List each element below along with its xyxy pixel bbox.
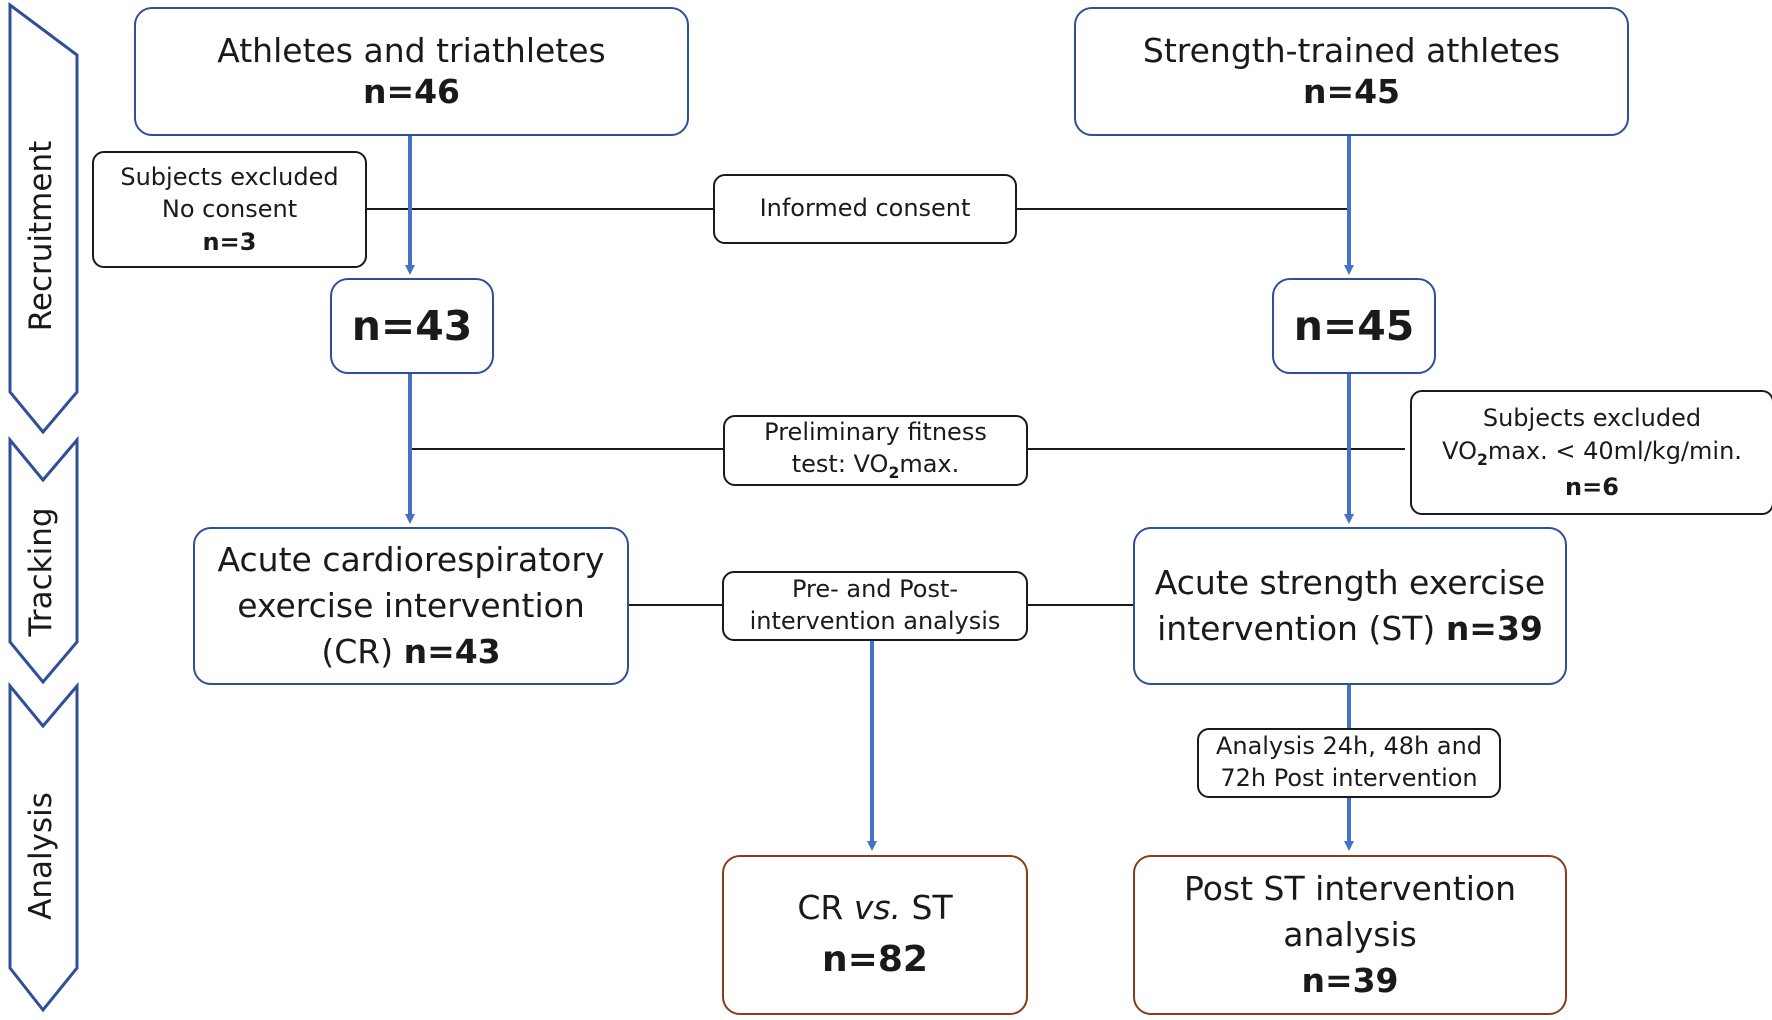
stage-label-tracking: Tracking: [23, 507, 59, 637]
box-st-intervention: Acute strength exercise intervention (ST…: [1133, 527, 1567, 685]
cr-intervention-line2: exercise intervention: [237, 585, 585, 625]
box-right-count: n=45: [1272, 278, 1436, 374]
excluded-consent-line1: Subjects excluded: [120, 162, 339, 191]
box-excluded-vo2max: Subjects excluded VO2max. < 40ml/kg/min.…: [1410, 390, 1772, 515]
excluded-vo2-n: n=6: [1565, 472, 1619, 501]
box-cr-vs-st: CR vs. ST n=82: [722, 855, 1028, 1015]
post-st-line2: analysis: [1283, 914, 1417, 954]
stage-label-recruitment: Recruitment: [23, 140, 59, 332]
box-strength-n: n=45: [1302, 71, 1401, 111]
cr-vs-st-n: n=82: [822, 938, 928, 980]
box-informed-consent: Informed consent: [713, 174, 1017, 244]
box-athletes-title: Athletes and triathletes: [217, 31, 606, 71]
analysis-times-line1: Analysis 24h, 48h and: [1215, 732, 1483, 761]
box-athletes-n: n=46: [362, 71, 461, 111]
left-count-n: n=43: [351, 301, 473, 350]
box-strength-title: Strength-trained athletes: [1142, 31, 1561, 71]
analysis-times-line2: 72h Post intervention: [1220, 764, 1478, 792]
box-excluded-no-consent: Subjects excluded No consent n=3: [92, 151, 367, 268]
stage-label-analysis: Analysis: [23, 792, 59, 920]
post-st-n: n=39: [1301, 961, 1399, 1001]
excluded-vo2-line2: VO2max. < 40ml/kg/min.: [1442, 436, 1742, 469]
fitness-line2: test: VO2max.: [791, 450, 960, 482]
st-intervention-line1: Acute strength exercise: [1154, 562, 1546, 602]
box-post-st-analysis: Post ST intervention analysis n=39: [1133, 855, 1567, 1015]
excluded-consent-n: n=3: [202, 227, 257, 256]
box-left-count: n=43: [330, 278, 494, 374]
cr-intervention-line1: Acute cardiorespiratory: [217, 539, 605, 579]
pre-post-line1: Pre- and Post-: [791, 575, 959, 604]
st-intervention-line2: intervention (ST) n=39: [1157, 609, 1543, 648]
box-analysis-times: Analysis 24h, 48h and 72h Post intervent…: [1197, 728, 1501, 798]
excluded-vo2-line1: Subjects excluded: [1482, 403, 1702, 432]
box-pre-post-analysis: Pre- and Post- intervention analysis: [722, 571, 1028, 641]
right-count-n: n=45: [1293, 301, 1415, 350]
stage-chevron-recruitment: [8, 2, 79, 435]
post-st-line1: Post ST intervention: [1184, 868, 1516, 908]
box-cr-intervention: Acute cardiorespiratory exercise interve…: [193, 527, 629, 685]
pre-post-line2: intervention analysis: [749, 607, 1001, 635]
stage-chevron-tracking: [8, 435, 79, 685]
box-athletes-triathletes: Athletes and triathletes n=46: [134, 7, 689, 136]
cr-intervention-line3: (CR) n=43: [321, 632, 501, 672]
stage-chevron-analysis: [8, 681, 79, 1013]
box-preliminary-fitness: Preliminary fitness test: VO2max.: [723, 415, 1028, 486]
excluded-consent-line2: No consent: [161, 195, 298, 224]
box-strength-trained: Strength-trained athletes n=45: [1074, 7, 1629, 136]
fitness-line1: Preliminary fitness: [764, 418, 987, 447]
cr-vs-st-label: CR vs. ST: [797, 888, 953, 928]
informed-consent-label: Informed consent: [759, 194, 971, 223]
